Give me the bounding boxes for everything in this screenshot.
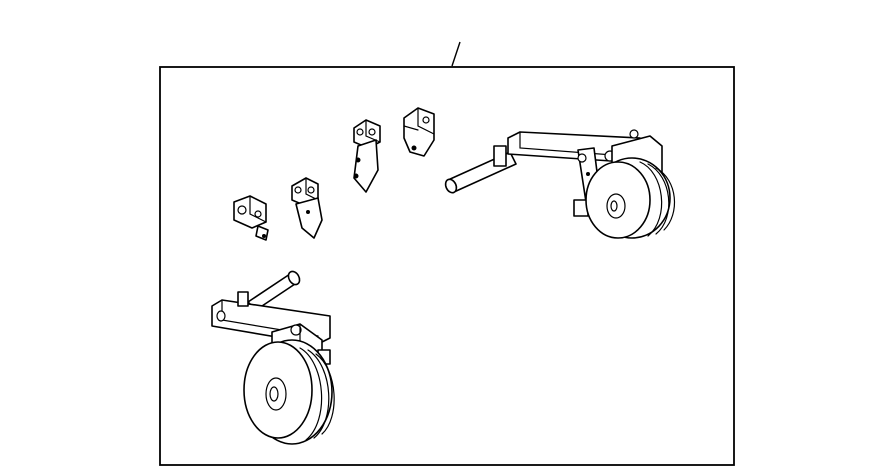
mounting-bracket-3 [353, 119, 381, 193]
left-caster-wheel-assembly [211, 270, 335, 445]
mounting-bracket-2 [291, 177, 323, 239]
right-caster-wheel-assembly [444, 129, 676, 239]
left-wheel [243, 339, 335, 445]
right-wheel [585, 157, 676, 239]
frame-border [159, 66, 735, 466]
mounting-bracket-4 [403, 107, 435, 157]
callout-leader-line [451, 41, 461, 67]
left-axle-tube [247, 270, 301, 311]
right-axle-tube [444, 145, 517, 194]
mounting-bracket-1 [233, 195, 269, 241]
